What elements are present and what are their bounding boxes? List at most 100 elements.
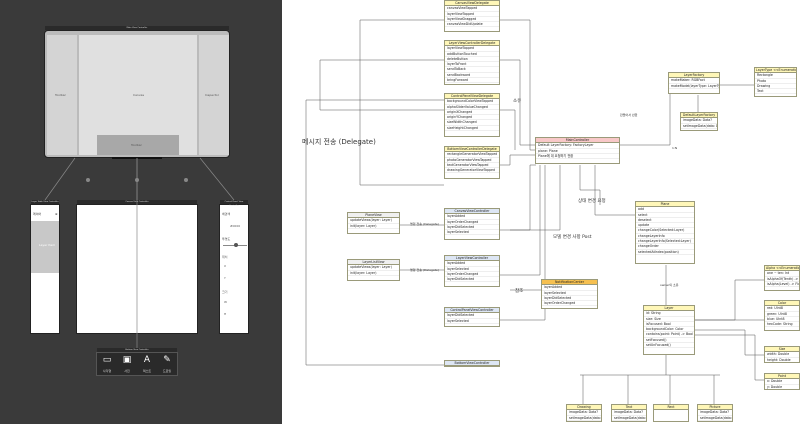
layer-vc-delegate-item: addButtonTouched bbox=[445, 52, 499, 57]
text-generator-label: 텍스트 bbox=[142, 369, 152, 373]
canvas-view-delegate-item: canvasViewDidUpdate bbox=[445, 22, 499, 28]
notification-center-item: layerDidSelected bbox=[542, 296, 597, 302]
drawing-title: Drawing bbox=[567, 405, 601, 411]
layer-vc-item: layerDidSelected bbox=[445, 277, 499, 283]
bottom-vc-delegate-item: textGeneratorViewTapped bbox=[445, 163, 499, 169]
delegate-note: 메시지 전송 (Delegate) bbox=[302, 138, 376, 146]
color-item: blue: UInt8 bbox=[765, 317, 799, 323]
main-controller-box: MainController Default LayerFactory: Fac… bbox=[535, 137, 620, 164]
layer-table-frame: Layer Table View Controller 레이어 ⊕ Layer … bbox=[30, 200, 60, 334]
plane-item: update bbox=[636, 223, 694, 229]
plane-item: changeLayerInfo(Selected:Layer) bbox=[636, 239, 694, 245]
canvas-view-delegate-box: CanvasViewDelegate canvasViewTapped laye… bbox=[444, 0, 500, 32]
storyboard-panel: Main View Controller Toolbar Canvas Insp… bbox=[0, 0, 282, 424]
alpha-slider-thumb[interactable] bbox=[234, 243, 238, 247]
control-panel-frame: Control Panel View Controller 배경색 #0000 … bbox=[219, 200, 249, 334]
main-left-area bbox=[47, 35, 77, 155]
text-generator-icon[interactable]: A bbox=[143, 355, 151, 365]
rect-box: Rect bbox=[653, 404, 689, 422]
panel-x-label: X bbox=[224, 264, 227, 268]
canvas-vc-item: layerOrderChanged bbox=[445, 220, 499, 225]
layer-vc-delegate-item: sendBackward bbox=[445, 73, 499, 79]
picture-item: setImageData(data: Data) bbox=[698, 415, 732, 421]
canvas-view-delegate-item: canvasViewTapped bbox=[445, 6, 499, 12]
control-panel-delegate-item: originXChanged bbox=[445, 110, 499, 116]
layer-factory-title: LayerFactory bbox=[669, 73, 719, 79]
point-title: Point bbox=[765, 374, 799, 380]
layer-vc-delegate-title: LayerViewControllerDelegate bbox=[445, 41, 499, 47]
model-post-note: 모델 변경 사항 Post bbox=[553, 235, 592, 240]
plane-view-item: updateViews(layer: Layer) bbox=[348, 218, 399, 224]
layer-vc-delegate-item: deleteButton bbox=[445, 57, 499, 63]
plane-item: deselect bbox=[636, 218, 694, 224]
control-panel-title: Control Panel View Controller bbox=[220, 200, 248, 207]
color-box: Color red: UInt8 green: UInt8 blue: UInt… bbox=[764, 300, 800, 331]
drawing-box: Drawing imageData: Data? setImageData(da… bbox=[566, 404, 602, 422]
control-panel-vc-item: layerDidSelected bbox=[445, 313, 499, 319]
point-box: Point x: Double y: Double bbox=[764, 373, 800, 390]
default-layer-factory-box: DefaultLayerFactory imageData: Data? set… bbox=[680, 112, 718, 131]
bottom-vc-delegate-item: rectangleGeneratorViewTapped bbox=[445, 152, 499, 158]
canvas-view-delegate-title: CanvasViewDelegate bbox=[445, 1, 499, 7]
color-item: hexCode: String bbox=[765, 322, 799, 328]
layer-vc-delegate-box: LayerViewControllerDelegate layerViewTap… bbox=[444, 40, 500, 85]
layer-type-item: Text bbox=[755, 89, 796, 95]
main-bottom-area bbox=[97, 135, 179, 155]
ownership-note: owner의 소유 bbox=[660, 283, 679, 287]
panel-position-label: 위치 bbox=[222, 255, 228, 259]
photo-generator-icon[interactable]: ▣ bbox=[122, 355, 132, 365]
plane-item: changeOrder bbox=[636, 244, 694, 250]
canvas-vc-item: layerSelected bbox=[445, 230, 499, 236]
panel-h-label: H bbox=[224, 312, 227, 316]
layer-item: isFocused: Bool bbox=[644, 322, 694, 328]
rect-title: Rect bbox=[654, 405, 688, 411]
plane-item: changeLayerInfo bbox=[636, 234, 694, 240]
control-panel-delegate-box: ControlPanelViewDelegate backgroundColor… bbox=[444, 93, 500, 137]
control-panel-delegate-title: ControlPanelViewDelegate bbox=[445, 94, 499, 100]
layer-factory-item: makeMaker: RGBFact bbox=[669, 78, 719, 84]
layer-factory-item: makeModel(layerType: LayerType) -> Layer bbox=[669, 83, 720, 89]
plane-item: add bbox=[636, 207, 694, 213]
control-panel-delegate-item: alphaSliderValueChanged bbox=[445, 105, 499, 110]
factory-note: 만들어서 반환 bbox=[620, 113, 638, 117]
control-panel-vc-item: layerSelected bbox=[445, 319, 499, 324]
bottom-vc-title: BottomViewController bbox=[445, 361, 499, 366]
main-controller-item: Plane에 대 요청하기 전환 bbox=[536, 154, 619, 160]
layer-item: setFocused() bbox=[644, 338, 694, 344]
control-panel-vc-title: ControlPanelViewController bbox=[445, 308, 499, 314]
layer-vc-item: layerOrderChanged bbox=[445, 272, 499, 278]
bottom-view-title: Bottom View Controller bbox=[97, 348, 177, 352]
main-left-label: Toolbar bbox=[55, 93, 66, 97]
layer-vc-delegate-item: layerViewTapped bbox=[445, 46, 499, 52]
color-item: green: UInt8 bbox=[765, 312, 799, 317]
canvas-vc-item: layerDidSelected bbox=[445, 225, 499, 231]
command-note-2: 명령 전송 (Delegate) bbox=[410, 268, 439, 272]
bottom-vc-delegate-item: photoGeneratorViewTapped bbox=[445, 158, 499, 163]
alpha-enum-title: Alpha <<Enumeration>> bbox=[765, 266, 800, 272]
layer-table-title: Layer Table View Controller bbox=[31, 200, 59, 204]
bottom-vc-box: BottomViewController bbox=[444, 360, 500, 367]
control-panel-delegate-item: sizeHeightChanged bbox=[445, 126, 499, 132]
text-item: setImageData(data: Data) bbox=[612, 415, 646, 421]
layer-item: size: Size bbox=[644, 317, 694, 322]
layer-type-title: LayerType <<Enumeration>> bbox=[755, 68, 796, 74]
canvas-vc-title: CanvasViewController bbox=[445, 209, 499, 215]
picture-box: Picture imageData: Data? setImageData(da… bbox=[697, 404, 733, 422]
bottom-vc-delegate-item: drawingGeneratorViewTapped bbox=[445, 168, 499, 174]
text-item: imageData: Data? bbox=[612, 410, 646, 416]
layer-box: Layer id: String size: Size isFocused: B… bbox=[643, 305, 695, 355]
drawing-generator-icon[interactable]: ✎ bbox=[163, 355, 171, 365]
control-panel-delegate-item: originYChanged bbox=[445, 115, 499, 121]
layer-table-row[interactable]: Layer Item bbox=[39, 243, 56, 247]
notification-center-item: layerOrderChanged bbox=[542, 301, 597, 307]
layer-table-header: 레이어 bbox=[33, 212, 42, 216]
canvas-vc-item: layerAdded bbox=[445, 214, 499, 220]
control-panel-delegate-item: sizeWidthChanged bbox=[445, 120, 499, 126]
layer-item: backgroundColor: Color bbox=[644, 327, 694, 333]
change-request-note: 상태 변경 요청 bbox=[578, 199, 606, 204]
layer-add-icon[interactable]: ⊕ bbox=[55, 212, 58, 216]
layer-type-item: Rectangle bbox=[755, 73, 796, 79]
alpha-enum-item: one ~ ten: Int bbox=[765, 271, 799, 277]
rectangle-generator-icon[interactable]: ▭ bbox=[102, 355, 112, 365]
